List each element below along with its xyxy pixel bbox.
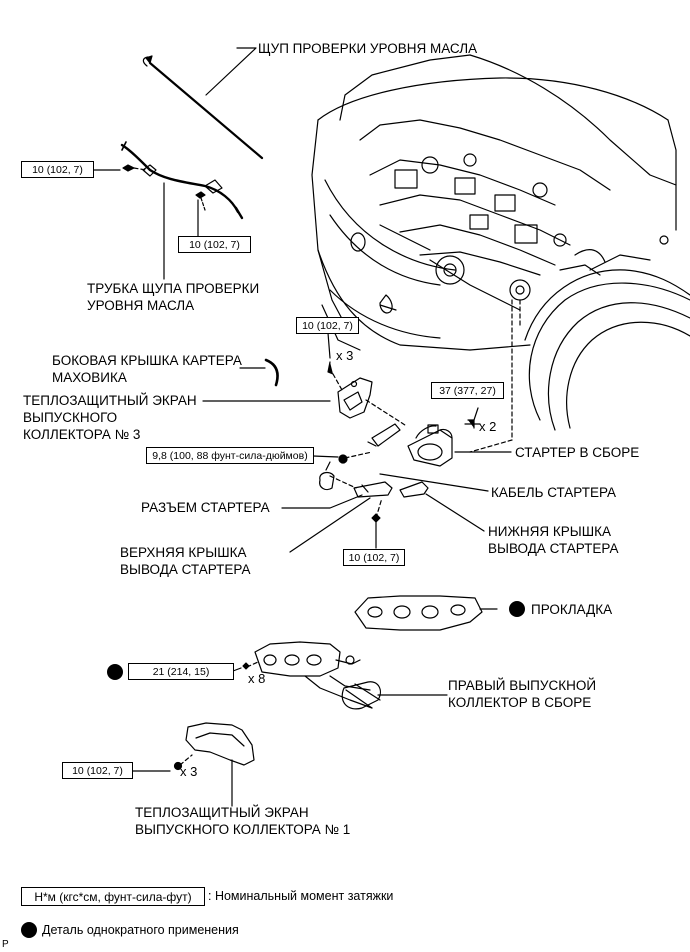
- torque-box-starter-bolt: 37 (377, 27): [431, 382, 504, 399]
- legend-dot-text: Деталь однократного применения: [42, 923, 239, 937]
- terminal-covers-part: [353, 481, 429, 498]
- torque-box-manifold-nut: 21 (214, 15): [128, 663, 234, 680]
- label-exhaust-manifold: ПРАВЫЙ ВЫПУСКНОЙ КОЛЛЕКТОР В СБОРЕ: [448, 678, 597, 710]
- label-flywheel-cover: БОКОВАЯ КРЫШКА КАРТЕРА МАХОВИКА: [52, 353, 242, 385]
- qty-manifold-nut: x 8: [248, 671, 266, 686]
- torque-box-tube-bolt-a: 10 (102, 7): [21, 161, 94, 178]
- label-upper-terminal-cover: ВЕРХНЯЯ КРЫШКА ВЫВОДА СТАРТЕРА: [120, 545, 251, 577]
- label-heat-insulator-1: ТЕПЛОЗАЩИТНЫЙ ЭКРАН ВЫПУСКНОГО КОЛЛЕКТОР…: [135, 805, 351, 837]
- label-dipstick: ЩУП ПРОВЕРКИ УРОВНЯ МАСЛА: [258, 41, 478, 56]
- label-lower-terminal-cover: НИЖНЯЯ КРЫШКА ВЫВОДА СТАРТЕРА: [488, 524, 619, 556]
- flywheel-cover-part: [264, 358, 279, 387]
- qty-insulator1-bolt: x 3: [180, 764, 198, 779]
- legend-torque-text: : Номинальный момент затяжки: [208, 889, 394, 903]
- exhaust-manifold-part: [242, 641, 381, 710]
- dipstick-tube-part: [120, 141, 244, 220]
- leader-lines: [93, 47, 512, 807]
- legend-single-use-dot: [21, 922, 37, 938]
- torque-box-insulator1-bolt: 10 (102, 7): [62, 762, 133, 779]
- single-use-dot-gasket: [509, 601, 525, 617]
- cable-nut: [338, 454, 348, 464]
- label-heat-insulator-3: ТЕПЛОЗАЩИТНЫЙ ЭКРАН ВЫПУСКНОГО КОЛЛЕКТОР…: [23, 393, 197, 442]
- legend-torque-box: Н*м (кгс*см, фунт-сила-фут): [21, 887, 205, 906]
- qty-insulator3-bolt: x 3: [336, 348, 354, 363]
- torque-box-tube-bolt-b: 10 (102, 7): [178, 236, 251, 253]
- starter-assembly-part: [367, 419, 481, 467]
- heat-insulator-1-part: [173, 722, 255, 771]
- gasket-part: [354, 595, 483, 631]
- torque-box-cable-nut: 9,8 (100, 88 фунт-сила-дюймов): [146, 447, 314, 464]
- label-starter-cable: КАБЕЛЬ СТАРТЕРА: [491, 485, 617, 500]
- single-use-dot-manifold-nut: [107, 664, 123, 680]
- footer-code: P: [2, 939, 9, 950]
- qty-starter-bolt: x 2: [479, 419, 497, 434]
- assembly-guides: [133, 167, 406, 766]
- vehicle-front-illustration: [311, 54, 690, 453]
- label-starter-connector: РАЗЪЕМ СТАРТЕРА: [141, 500, 270, 515]
- dipstick-part: [142, 55, 264, 160]
- heat-insulator-3-part: [327, 361, 373, 419]
- torque-box-insulator3-bolt: 10 (102, 7): [296, 317, 359, 334]
- label-dipstick-tube: ТРУБКА ЩУПА ПРОВЕРКИ УРОВНЯ МАСЛА: [87, 281, 260, 313]
- torque-box-lower-cover-nut: 10 (102, 7): [343, 549, 405, 566]
- label-starter-assembly: СТАРТЕР В СБОРЕ: [515, 445, 640, 460]
- starter-connector-part: [319, 461, 335, 491]
- label-gasket: ПРОКЛАДКА: [531, 602, 613, 617]
